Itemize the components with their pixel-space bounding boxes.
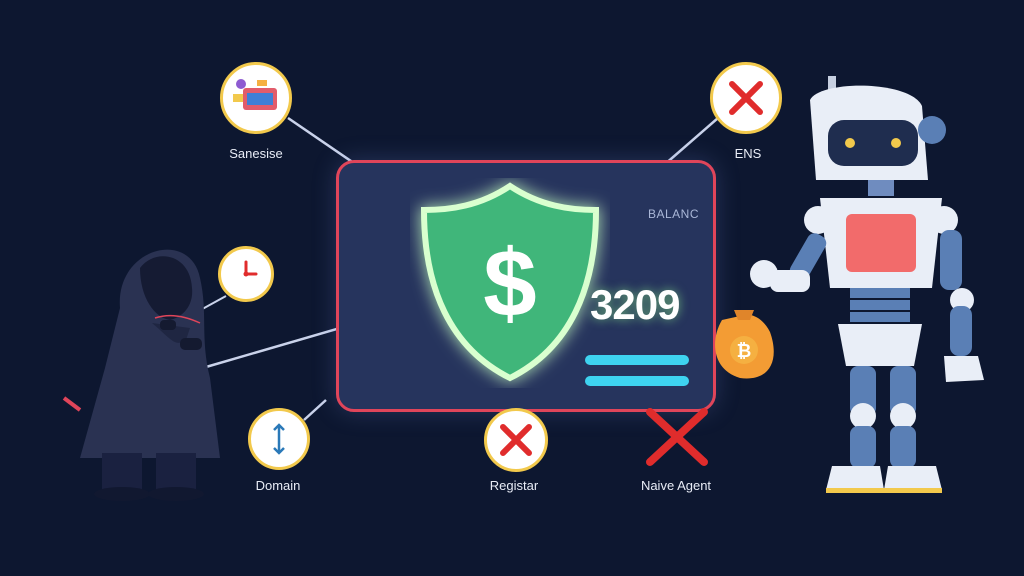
node-label: Naive Agent (640, 478, 712, 493)
node-label: ENS (734, 146, 762, 161)
balance-label: BALANC (648, 207, 700, 221)
node-label: Sanesise (229, 146, 283, 161)
node-label: Registar (489, 478, 539, 493)
node-label: Domain (255, 478, 301, 493)
registrar-node (484, 408, 548, 472)
x-mark-icon (500, 424, 532, 456)
svg-text:$: $ (483, 230, 536, 337)
website-node (220, 62, 292, 134)
progress-bar (585, 355, 689, 365)
domain-node (248, 408, 310, 470)
svg-text:₿: ₿ (737, 341, 752, 362)
hooded-hacker-figure (80, 249, 220, 501)
clock-icon (243, 260, 258, 277)
robot-agent-figure: ₿ (715, 76, 984, 493)
x-mark-icon (646, 408, 708, 466)
balance-value: 3209 (590, 281, 680, 328)
dollar-shield-icon: $ (420, 182, 600, 382)
x-mark-icon (729, 81, 763, 115)
ens-node (710, 62, 782, 134)
clock-node (218, 246, 274, 302)
vertical-arrows-icon (273, 423, 285, 455)
website-icon (233, 79, 277, 110)
progress-bar (585, 376, 689, 386)
